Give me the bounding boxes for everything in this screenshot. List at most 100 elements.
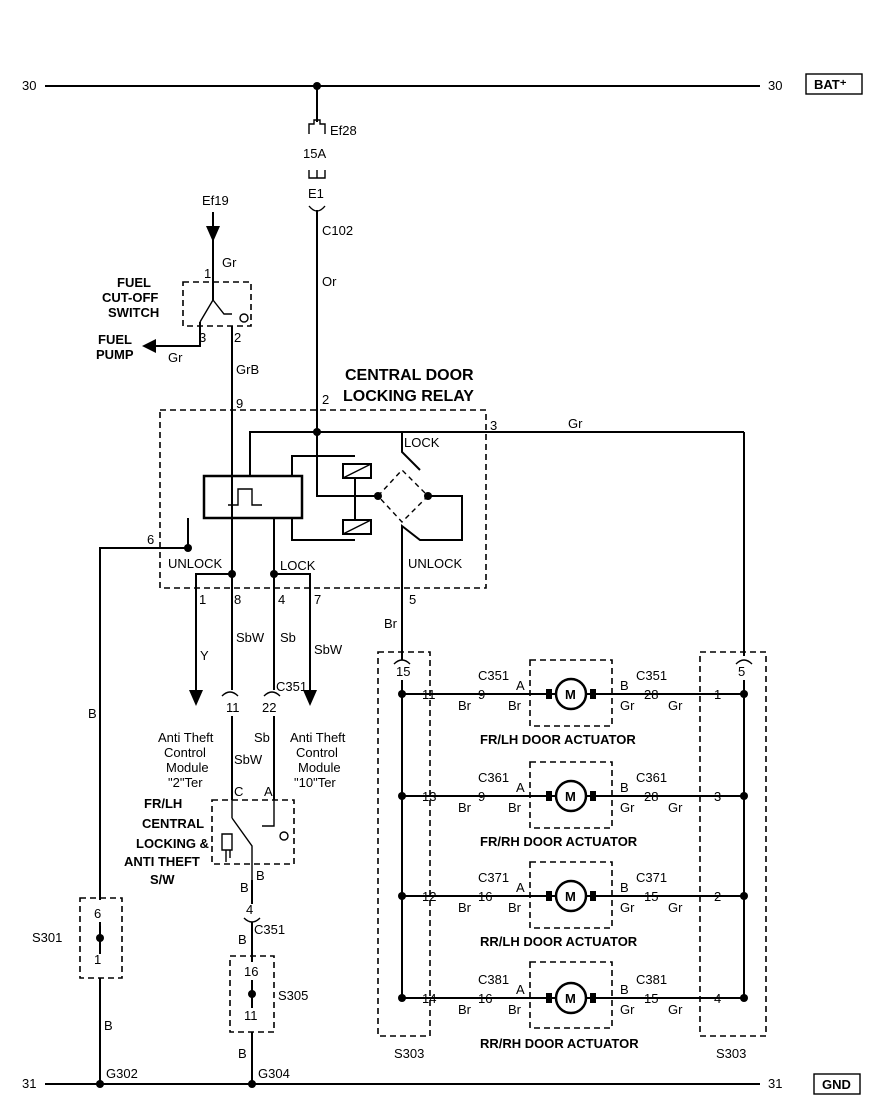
fuse-lower-symbol <box>308 170 326 179</box>
key-switch-wire-b-2: B <box>256 868 265 883</box>
actuator-3-box <box>529 961 613 1029</box>
actuator-1-br-1: Br <box>458 800 472 815</box>
s303-left-pin-15: 15 <box>396 664 410 679</box>
actuator-3-b: B <box>620 982 629 997</box>
fuse-name: Ef28 <box>330 123 357 138</box>
s303-connector-symbols <box>393 659 753 665</box>
actuator-3-motor-icon <box>554 981 588 1015</box>
relay-pin-2: 2 <box>322 392 329 407</box>
actuator-0-pin-a-block <box>546 689 552 699</box>
actuator-3-motor-label: M <box>565 991 576 1006</box>
key-switch-title-4: ANTI THEFT <box>124 854 200 869</box>
key-switch-title-2: CENTRAL <box>142 816 204 831</box>
key-switch-title-5: S/W <box>150 872 175 887</box>
module-right-line-1: Anti Theft <box>290 730 346 745</box>
key-connector-pin-22: 22 <box>262 700 276 715</box>
actuator-0-br-1: Br <box>458 698 472 713</box>
actuator-0-c-right: 28 <box>644 687 658 702</box>
actuator-2-conn-right: C371 <box>636 870 667 885</box>
relay-output-wire-label: Br <box>384 616 398 631</box>
s301-pin-1: 1 <box>94 952 101 967</box>
key-switch-title-3: LOCKING & <box>136 836 209 851</box>
actuator-1-conn-left: C361 <box>478 770 509 785</box>
rail-30-right-label: 30 <box>768 78 782 93</box>
actuator-1-motor-icon <box>554 779 588 813</box>
fuel-switch-title-1: FUEL <box>117 275 151 290</box>
actuator-3-s-right: 4 <box>714 991 721 1006</box>
actuator-3-gr-1: Gr <box>620 1002 635 1017</box>
fuel-switch-title-3: SWITCH <box>108 305 159 320</box>
actuator-3-s-left: 14 <box>422 991 436 1006</box>
actuator-2-br-1: Br <box>458 900 472 915</box>
or-wire-label: Or <box>322 274 337 289</box>
fuse-rating: 15A <box>303 146 326 161</box>
key-switch-contact-a: A <box>264 784 273 799</box>
s303-left-label: S303 <box>394 1046 424 1061</box>
actuator-0-conn-left: C351 <box>478 668 509 683</box>
relay-coil-upper-diag <box>342 463 372 479</box>
relay-title-2: LOCKING RELAY <box>343 388 474 405</box>
actuator-1-s-left: 13 <box>422 789 436 804</box>
actuator-3-pin-a-block <box>546 993 552 1003</box>
actuator-row-1: M 13 C361 9 A B C361 28 3 Br Br Gr Gr FR… <box>398 761 748 849</box>
ef19-label: Ef19 <box>202 193 229 208</box>
module-left-line-2: Control <box>164 745 206 760</box>
key-switch-contact-c: C <box>234 784 243 799</box>
relay-coil-upper <box>342 463 372 479</box>
actuator-0-gr-1: Gr <box>620 698 635 713</box>
fuel-pump-wire <box>152 322 201 347</box>
actuator-0-conn-right: C351 <box>636 668 667 683</box>
module-left-line-4: "2"Ter <box>168 775 203 790</box>
actuator-1-motor-label: M <box>565 789 576 804</box>
actuator-2-c-right: 15 <box>644 889 658 904</box>
relay-pin-4: 4 <box>278 592 285 607</box>
relay-contact-diamond <box>377 468 429 524</box>
grb-wire-label: GrB <box>236 362 259 377</box>
s305-pin-11: 11 <box>244 1008 258 1023</box>
actuator-3-br-2: Br <box>508 1002 522 1017</box>
actuator-2-right-node <box>740 892 748 900</box>
module-left-line-3: Module <box>166 760 209 775</box>
actuator-3-c-left: 16 <box>478 991 492 1006</box>
bat-box <box>805 73 863 95</box>
actuator-2-gr-1: Gr <box>620 900 635 915</box>
key-icon <box>221 833 233 862</box>
actuator-0-right-node <box>740 690 748 698</box>
actuator-2-s-left: 12 <box>422 889 436 904</box>
key-switch-title-1: FR/LH <box>144 796 182 811</box>
actuator-1-br-2: Br <box>508 800 522 815</box>
actuator-1-c-right: 28 <box>644 789 658 804</box>
relay-coil-common <box>316 432 378 497</box>
y-wire-label: Y <box>200 648 209 663</box>
rail-31-left-label: 31 <box>22 1076 36 1091</box>
module-right-line-4: "10"Ter <box>294 775 336 790</box>
s303-left-box <box>377 651 431 1037</box>
relay-unlock-contact <box>401 495 463 562</box>
key-sb-label: Sb <box>254 730 270 745</box>
sb-wire-label: Sb <box>280 630 296 645</box>
relay-pin-3: 3 <box>490 418 497 433</box>
actuator-0-b: B <box>620 678 629 693</box>
fuel-switch-terminal <box>239 313 249 323</box>
actuator-0-br-2: Br <box>508 698 522 713</box>
actuator-1-left-node <box>398 792 406 800</box>
fuel-pump-label-1: FUEL <box>98 332 132 347</box>
actuator-3-gr-2: Gr <box>668 1002 683 1017</box>
actuator-2-pin-a-block <box>546 891 552 901</box>
module-right-line-2: Control <box>296 745 338 760</box>
actuator-0-label: FR/LH DOOR ACTUATOR <box>480 732 636 747</box>
relay-supply-bus <box>249 431 402 476</box>
fuel-switch-pin-3: 3 <box>199 330 206 345</box>
fuel-switch-title-2: CUT-OFF <box>102 290 158 305</box>
fuel-switch-pin-1: 1 <box>204 266 211 281</box>
actuator-2-gr-2: Gr <box>668 900 683 915</box>
actuator-1-s-right: 3 <box>714 789 721 804</box>
actuator-1-pin-b-block <box>590 791 596 801</box>
relay-timer-module <box>202 474 304 520</box>
fuel-pump-wire-label: Gr <box>168 350 183 365</box>
g304-wire-label: B <box>238 1046 247 1061</box>
g302-junction <box>96 1080 104 1088</box>
b-wire-label-upper: B <box>88 706 97 721</box>
actuator-0-a: A <box>516 678 525 693</box>
s301-label: S301 <box>32 930 62 945</box>
